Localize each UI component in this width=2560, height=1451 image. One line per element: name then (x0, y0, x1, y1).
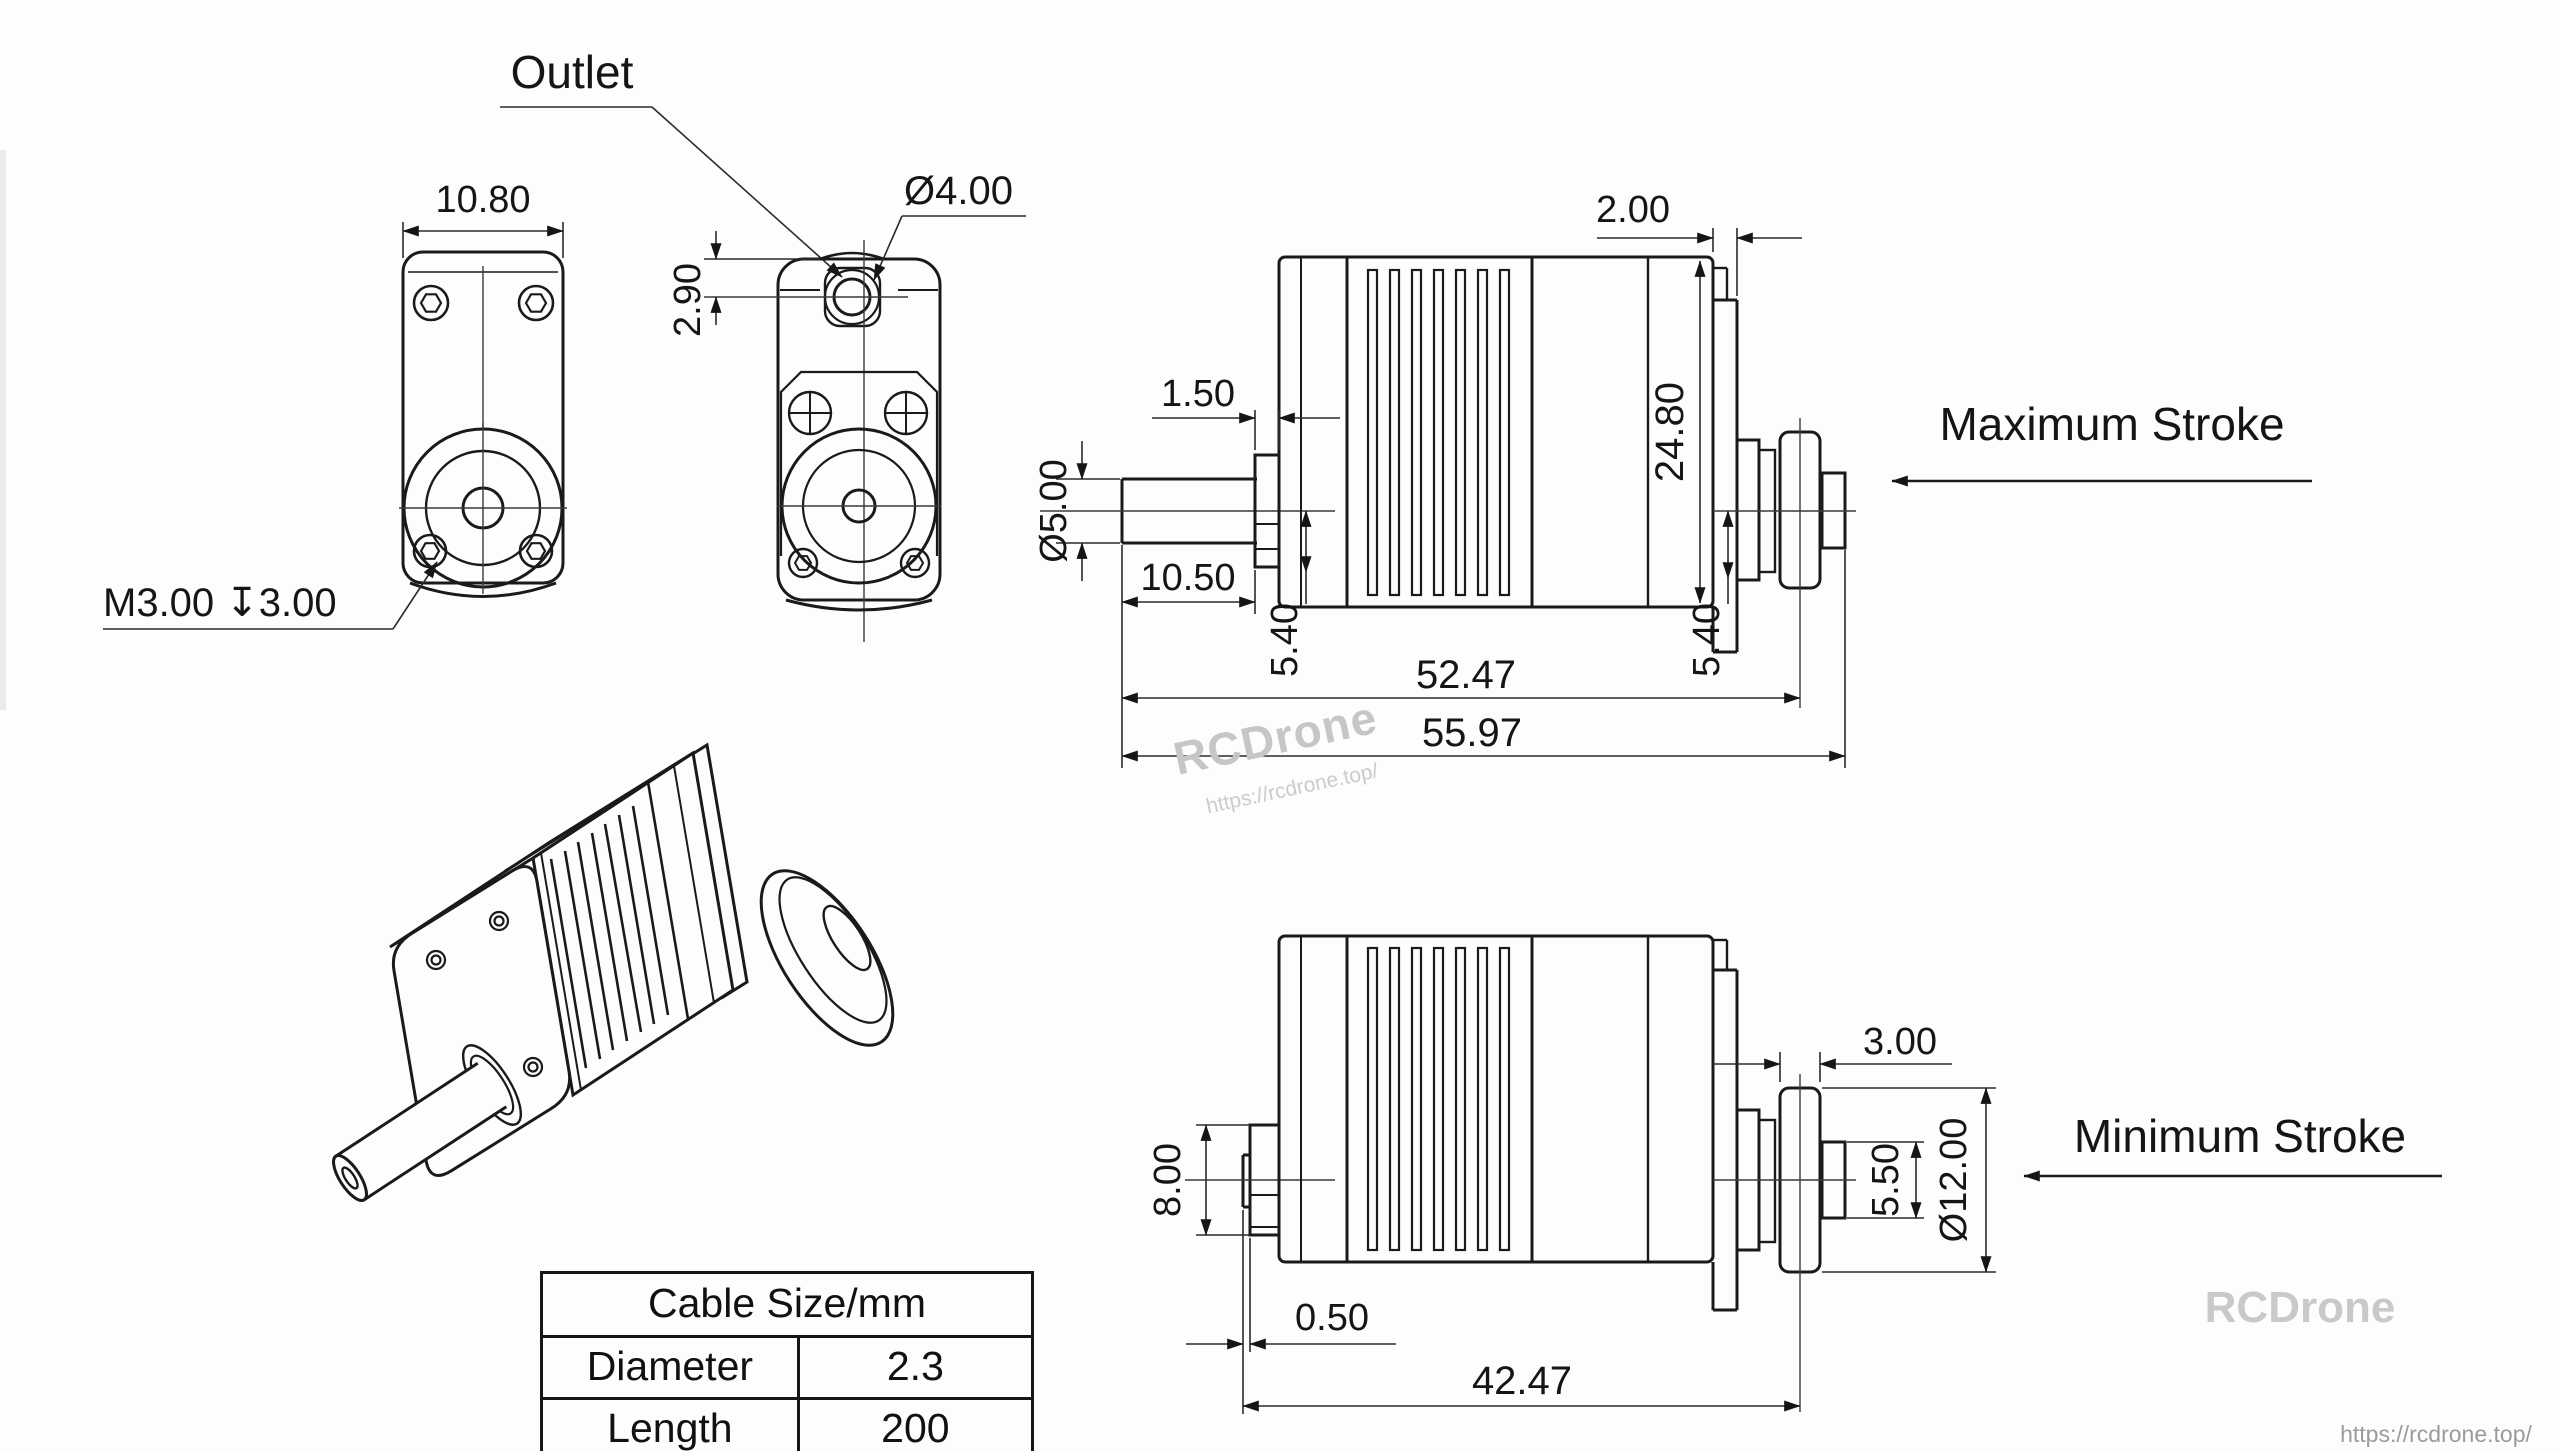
dim-min-wheel-thickness: 3.00 (1863, 1021, 1937, 1063)
dim-max-overall-length: 55.97 (1422, 711, 1522, 755)
dim-max-rod-diameter: Ø5.00 (1033, 459, 1075, 563)
dim-outlet-hole-diameter: Ø4.00 (904, 169, 1013, 213)
dim-max-rod-length: 10.50 (1140, 557, 1235, 599)
max-stroke-view: 2.00 24.80 1.50 Ø5.00 10.50 (1033, 189, 2312, 768)
cable-length-label: Length (543, 1400, 800, 1451)
edge-artifact (0, 150, 6, 710)
dim-min-flange-height: 8.00 (1147, 1143, 1189, 1217)
cable-size-table: Cable Size/mm Diameter 2.3 Length 200 (540, 1271, 1034, 1451)
label-minimum-stroke: Minimum Stroke (2074, 1110, 2406, 1162)
dim-max-plate-thickness: 2.00 (1596, 189, 1670, 231)
cable-diameter-label: Diameter (543, 1338, 800, 1397)
isometric-view (332, 742, 895, 1202)
watermark-center: RCDrone https://rcdrone.top/ (1169, 691, 1382, 818)
outlet-view: Outlet 2.90 Ø4.00 (500, 46, 1026, 642)
label-outlet: Outlet (511, 46, 634, 98)
watermark-site-url: https://rcdrone.top/ (2340, 1421, 2532, 1447)
dim-max-flange-thickness: 1.50 (1161, 373, 1235, 415)
cable-table-header: Cable Size/mm (543, 1274, 1031, 1338)
dim-max-axis-offset-right: 5.40 (1686, 603, 1728, 677)
dim-max-axis-offset-left: 5.40 (1264, 603, 1306, 677)
watermark-brand-right: RCDrone (2205, 1283, 2396, 1332)
table-row: Diameter 2.3 (543, 1338, 1031, 1400)
table-row: Length 200 (543, 1400, 1031, 1451)
dim-min-wheel-diameter: Ø12.00 (1933, 1118, 1975, 1243)
cable-length-value: 200 (881, 1405, 950, 1451)
min-stroke-view: 3.00 Ø12.00 5.50 8.00 0.50 (1147, 934, 2442, 1414)
dim-max-body-length: 52.47 (1416, 653, 1516, 697)
dim-outlet-offset: 2.90 (667, 263, 709, 337)
dim-front-width: 10.80 (435, 179, 530, 221)
label-maximum-stroke: Maximum Stroke (1939, 398, 2284, 450)
front-view: 10.80 M3.00 ↧3.00 (103, 179, 567, 630)
dim-min-rod-protrusion: 0.50 (1295, 1297, 1369, 1339)
dim-min-overall-length: 42.47 (1472, 1359, 1572, 1403)
dim-min-hub-diameter: 5.50 (1865, 1143, 1907, 1217)
note-thread-depth: M3.00 ↧3.00 (103, 581, 337, 625)
dim-max-body-height: 24.80 (1648, 382, 1692, 482)
cable-diameter-value: 2.3 (886, 1343, 944, 1389)
